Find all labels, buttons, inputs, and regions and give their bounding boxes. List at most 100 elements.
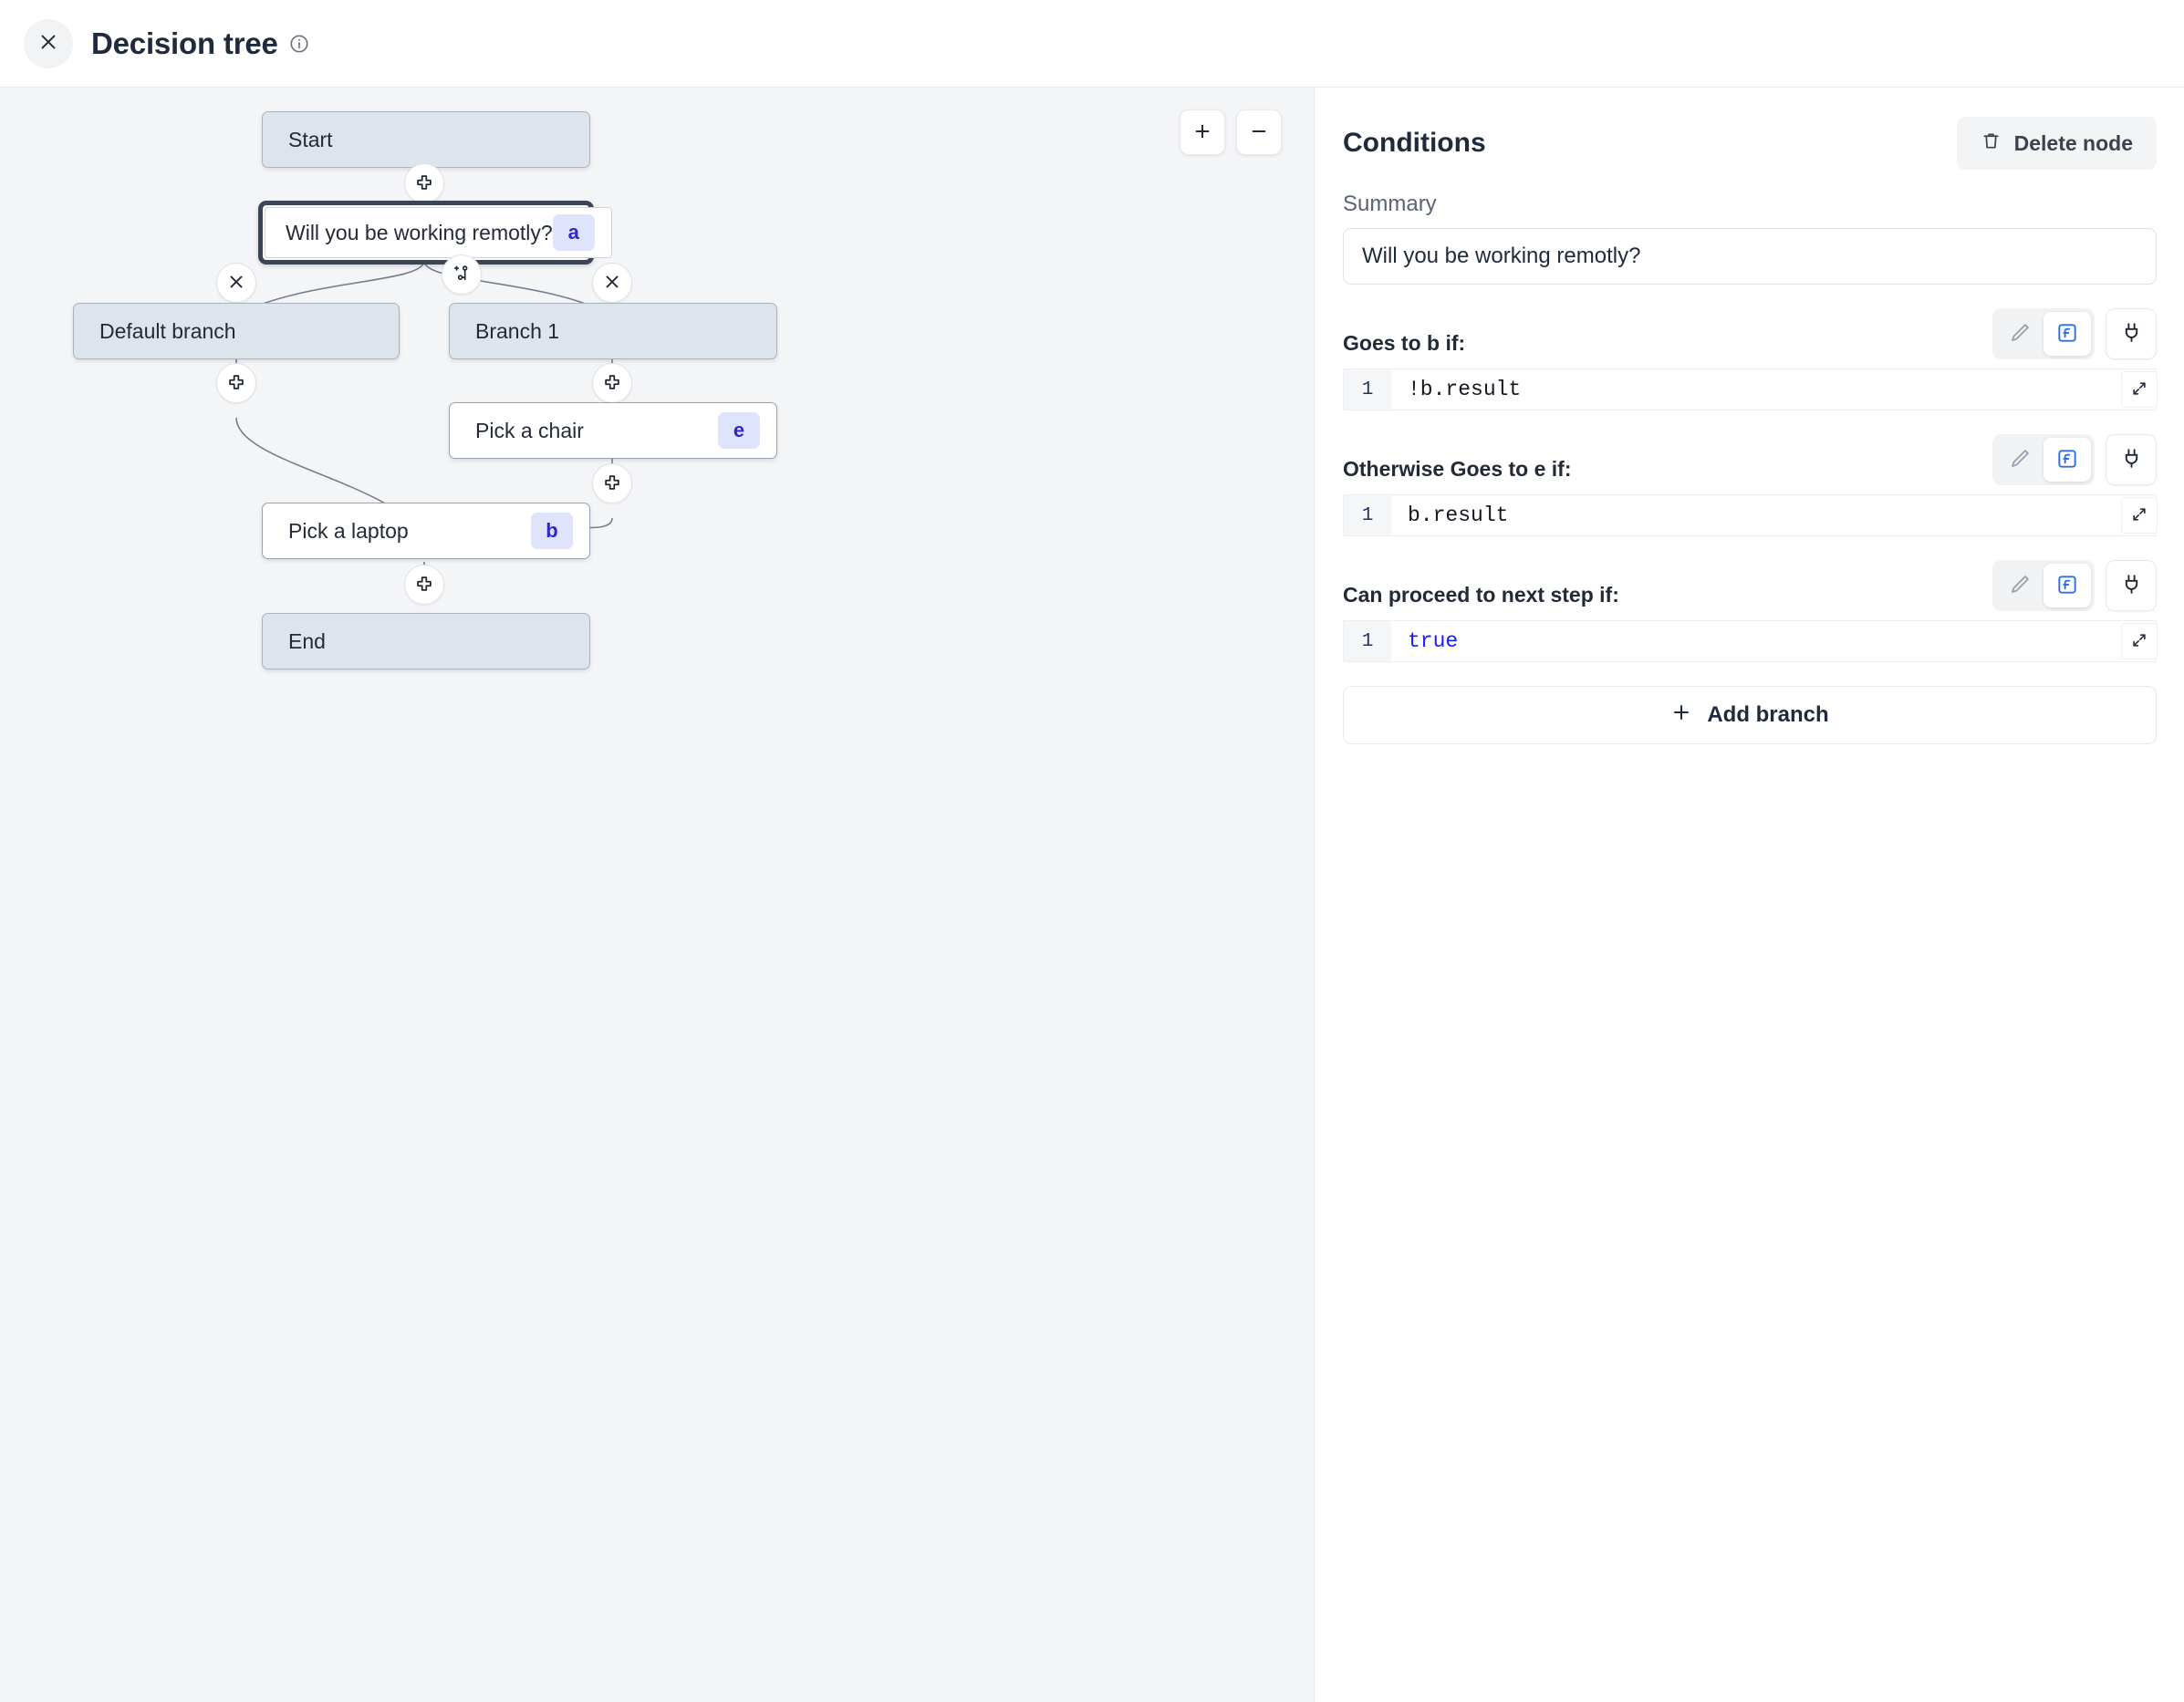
condition-label: Otherwise Goes to e if: (1343, 457, 1572, 481)
condition-label: Goes to b if: (1343, 331, 1466, 355)
expression-mode-button[interactable] (2044, 564, 2091, 607)
code-editor[interactable]: 1 true (1343, 620, 2158, 662)
editor-mode-toggle (1992, 560, 2095, 611)
app-header: Decision tree (0, 0, 2184, 88)
text-mode-button[interactable] (1996, 564, 2044, 607)
summary-label: Summary (1343, 192, 1437, 216)
plug-icon (2120, 447, 2143, 472)
flow-node-pick-a-chair[interactable]: Pick a chair e (449, 402, 777, 459)
expand-icon (2130, 505, 2148, 526)
flow-node-end[interactable]: End (262, 613, 590, 669)
plus-icon (414, 172, 434, 195)
expand-editor-button[interactable] (2121, 497, 2158, 534)
add-branch-label: Add branch (1707, 702, 1829, 727)
delete-node-label: Delete node (2013, 130, 2133, 155)
flow-node-label: Branch 1 (475, 318, 560, 343)
editor-mode-toggle (1992, 434, 2095, 485)
conditions-panel: Conditions Delete node Summary Goes to b… (1316, 88, 2184, 1702)
plus-icon (226, 372, 246, 395)
flow-node-label: Pick a chair (475, 418, 584, 442)
plus-icon (602, 372, 622, 395)
function-icon (2055, 321, 2079, 348)
connect-plug-button[interactable] (2106, 560, 2157, 611)
pencil-icon (2008, 321, 2032, 348)
condition-tools (1992, 434, 2157, 485)
expand-editor-button[interactable] (2121, 371, 2158, 408)
info-icon[interactable] (289, 34, 309, 54)
flow-node-default-branch[interactable]: Default branch (73, 303, 400, 359)
close-icon (602, 272, 622, 295)
add-step-after-start-button[interactable] (404, 163, 444, 203)
code-editor[interactable]: 1 !b.result (1343, 368, 2158, 410)
delete-node-button[interactable]: Delete node (1956, 117, 2157, 170)
connect-plug-button[interactable] (2106, 434, 2157, 485)
plus-icon (414, 574, 434, 597)
plug-icon (2120, 573, 2143, 598)
flow-canvas[interactable]: Start Will you be working remotly? a (0, 88, 1315, 1702)
editor-mode-toggle (1992, 308, 2095, 359)
condition-tools (1992, 560, 2157, 611)
zoom-in-button[interactable] (1180, 109, 1225, 155)
add-step-branch-1-button[interactable] (592, 363, 632, 403)
code-editor[interactable]: 1 b.result (1343, 494, 2158, 536)
expression-mode-button[interactable] (2044, 438, 2091, 482)
expression-mode-button[interactable] (2044, 312, 2091, 356)
page-title: Decision tree (91, 26, 278, 60)
flow-node-label: Pick a laptop (288, 518, 409, 543)
code-value[interactable]: true (1408, 629, 1459, 653)
delete-branch-1-button[interactable] (592, 263, 632, 303)
flow-node-branch-1[interactable]: Branch 1 (449, 303, 777, 359)
condition-block-otherwise-goes-to-e: Otherwise Goes to e if: (1343, 434, 2158, 536)
plus-icon (602, 472, 622, 495)
function-icon (2055, 447, 2079, 473)
panel-title: Conditions (1343, 128, 1486, 158)
flow-node-label: Default branch (99, 318, 236, 343)
zoom-out-button[interactable] (1236, 109, 1282, 155)
connect-plug-button[interactable] (2106, 308, 2157, 359)
line-number: 1 (1344, 369, 1391, 410)
flow-node-label: Start (288, 127, 333, 151)
add-branch-inline-button[interactable] (442, 254, 482, 295)
git-branch-plus-icon (452, 264, 472, 286)
expand-icon (2130, 631, 2148, 652)
line-number: 1 (1344, 495, 1391, 535)
add-step-after-laptop-button[interactable] (404, 565, 444, 605)
text-mode-button[interactable] (1996, 312, 2044, 356)
close-icon (38, 32, 58, 55)
condition-tools (1992, 308, 2157, 359)
condition-block-can-proceed: Can proceed to next step if: (1343, 560, 2158, 662)
text-mode-button[interactable] (1996, 438, 2044, 482)
plus-icon (1670, 701, 1692, 730)
summary-input[interactable] (1343, 228, 2157, 285)
plug-icon (2120, 321, 2143, 347)
condition-label: Can proceed to next step if: (1343, 583, 1619, 607)
minus-icon (1249, 121, 1269, 144)
delete-default-branch-button[interactable] (216, 263, 256, 303)
add-branch-button[interactable]: Add branch (1343, 686, 2157, 744)
pencil-icon (2008, 447, 2032, 473)
pencil-icon (2008, 573, 2032, 599)
expand-icon (2130, 379, 2148, 400)
flow-node-badge: b (531, 513, 573, 549)
function-icon (2055, 573, 2079, 599)
expand-editor-button[interactable] (2121, 623, 2158, 659)
close-icon (226, 272, 246, 295)
flow-node-badge: e (718, 412, 760, 449)
flow-node-label: End (288, 628, 326, 653)
panel-header: Conditions Delete node (1343, 115, 2157, 171)
add-step-default-branch-button[interactable] (216, 363, 256, 403)
flow-node-pick-a-laptop[interactable]: Pick a laptop b (262, 503, 590, 559)
code-value[interactable]: !b.result (1408, 378, 1522, 401)
line-number: 1 (1344, 621, 1391, 661)
flow-node-label: Will you be working remotly? (286, 220, 553, 244)
condition-block-goes-to-b: Goes to b if: (1343, 308, 2158, 410)
add-step-after-chair-button[interactable] (592, 463, 632, 503)
code-value[interactable]: b.result (1408, 503, 1509, 527)
zoom-controls (1180, 109, 1282, 155)
flow-node-conditions[interactable]: Will you be working remotly? a (258, 201, 612, 265)
flow-node-badge: a (552, 214, 595, 251)
close-button[interactable] (24, 18, 73, 68)
flow-node-start[interactable]: Start (262, 111, 590, 168)
plus-icon (1192, 121, 1212, 144)
trash-icon (1981, 130, 2002, 157)
